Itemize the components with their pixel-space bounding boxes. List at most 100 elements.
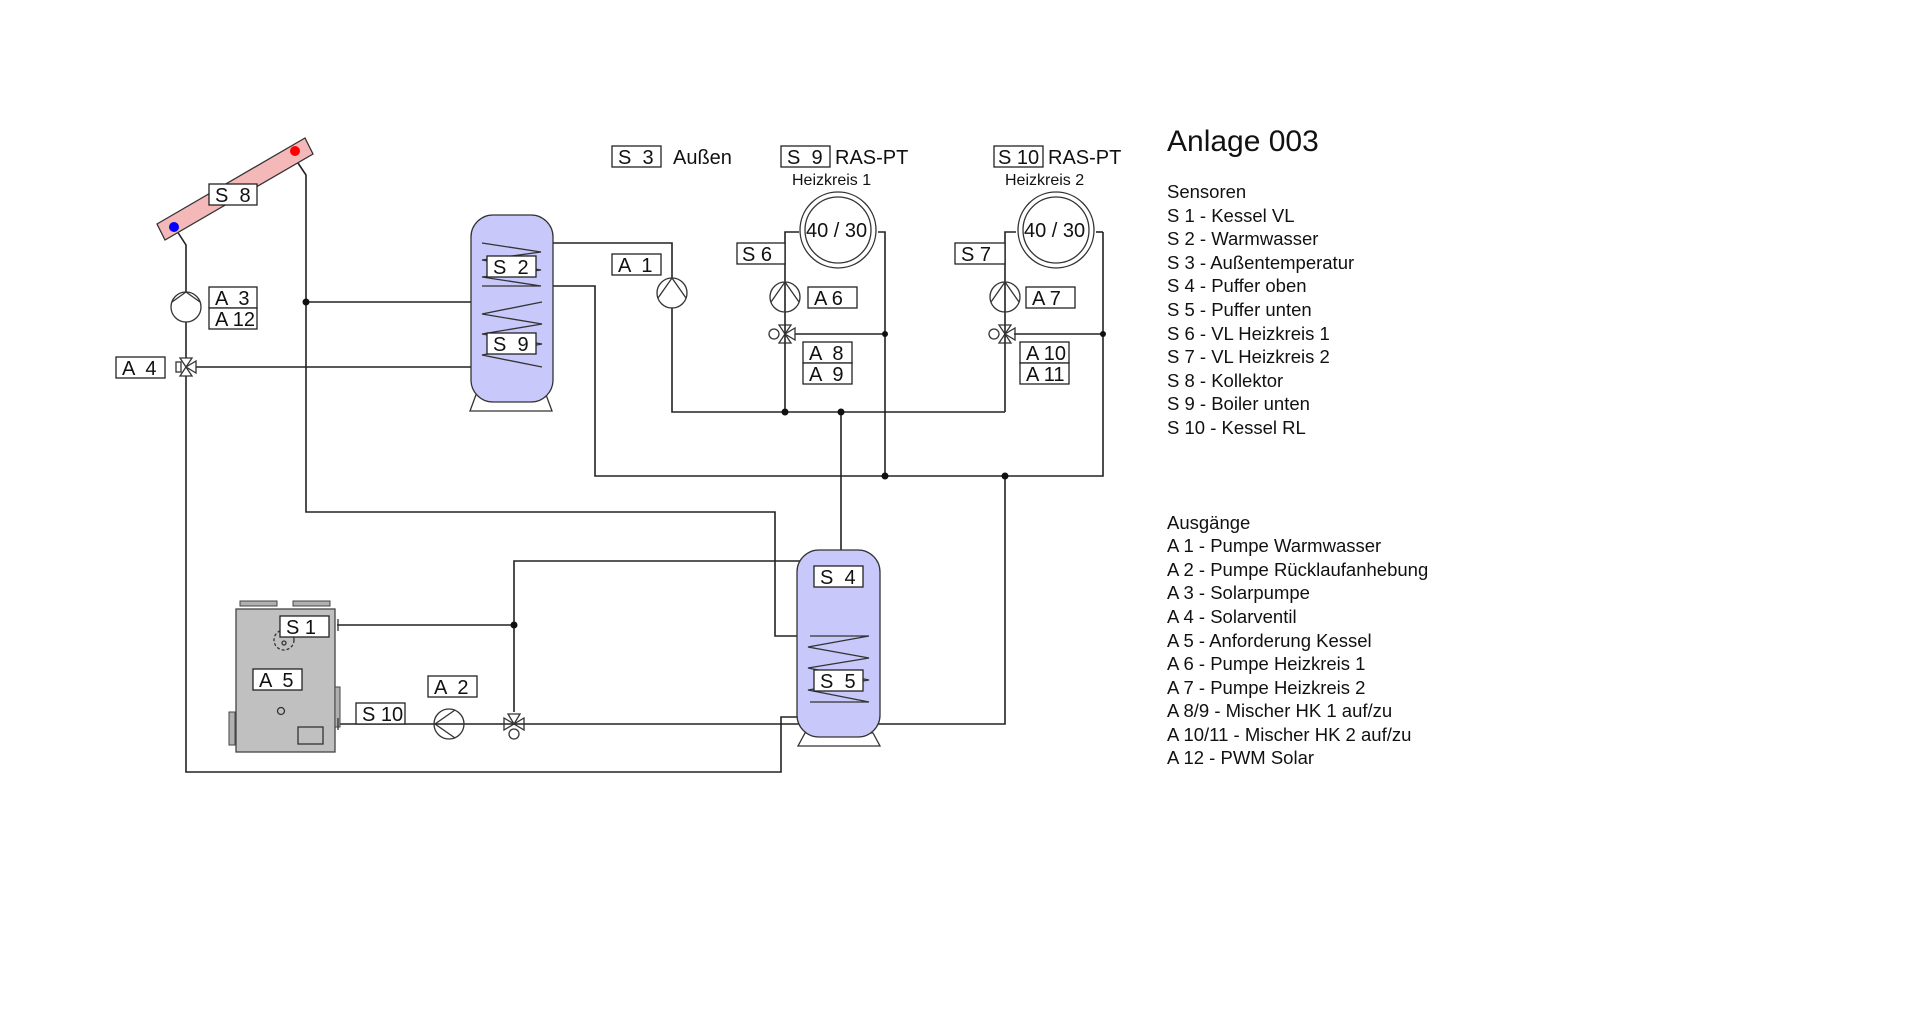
actuator-a4-label: A 4 bbox=[122, 358, 156, 380]
sensor-s10-return-label: S 10 bbox=[362, 704, 403, 726]
solar-return-pipe bbox=[295, 159, 862, 637]
mixer-icon-right bbox=[783, 326, 796, 342]
pump-icon bbox=[170, 291, 202, 323]
boiler-indicator bbox=[276, 706, 286, 716]
sensor-s6-box bbox=[736, 242, 786, 265]
sensor-s10-return-box bbox=[355, 702, 406, 725]
dhw-return-pipe bbox=[486, 232, 1104, 477]
actuator-a7-box bbox=[1025, 286, 1076, 309]
sensor-s10-room-box bbox=[993, 145, 1044, 168]
boiler-burner-center bbox=[281, 640, 287, 646]
sensor-s3-label: S 3 bbox=[618, 147, 654, 169]
valve-icon-right bbox=[184, 359, 197, 375]
output-item: A 3 - Solarpumpe bbox=[1167, 582, 1310, 604]
sensor-s1-label: S 1 bbox=[286, 617, 316, 639]
radiator-inner bbox=[804, 196, 872, 264]
room-sensor-2-type: RAS-PT bbox=[1048, 147, 1121, 169]
sensor-item: S 9 - Boiler unten bbox=[1167, 393, 1310, 415]
junction-dot bbox=[1001, 472, 1009, 480]
mixer-icon-left bbox=[503, 716, 516, 732]
pump-arrow bbox=[657, 276, 687, 299]
sensor-item: S 7 - VL Heizkreis 2 bbox=[1167, 346, 1330, 368]
actuator-a12-box bbox=[208, 307, 258, 330]
sensor-s2-label: S 2 bbox=[493, 257, 529, 279]
sensor-s8-box bbox=[208, 183, 258, 206]
hk2-flow-pipe bbox=[1004, 231, 1016, 412]
heating-circuit-1: S 9 RAS-PT Heizkreis 1 40 / 30 S 6 A 6 A… bbox=[736, 145, 908, 386]
output-item: A 7 - Pumpe Heizkreis 2 bbox=[1167, 676, 1366, 698]
outside-sensor-text: Außen bbox=[673, 147, 732, 169]
actuator-a8-label: A 8 bbox=[809, 343, 843, 365]
pump-arrow bbox=[990, 280, 1020, 303]
sensor-item: S 4 - Puffer oben bbox=[1167, 275, 1307, 297]
junctions bbox=[302, 298, 1106, 629]
radiator-2-temps: 40 / 30 bbox=[1024, 220, 1085, 242]
solar-pump: A 3 A 12 bbox=[170, 286, 258, 331]
solar-flow-pipe bbox=[174, 227, 187, 292]
actuator-a1-box bbox=[611, 253, 662, 276]
sensor-s9-room-box bbox=[780, 145, 831, 168]
sensor-item: S 6 - VL Heizkreis 1 bbox=[1167, 322, 1330, 344]
pump-arrow bbox=[171, 291, 201, 303]
output-item: A 12 - PWM Solar bbox=[1167, 747, 1315, 769]
dhw-pump: A 1 bbox=[611, 253, 688, 309]
actuator-a12-label: A 12 bbox=[215, 309, 255, 331]
actuator-a3-label: A 3 bbox=[215, 288, 249, 310]
collector-cold-dot bbox=[169, 222, 179, 232]
actuator-a5-box bbox=[252, 668, 303, 691]
circuit-2-name: Heizkreis 2 bbox=[1005, 172, 1084, 189]
outputs-heading: Ausgänge bbox=[1167, 511, 1251, 533]
pipes bbox=[174, 159, 1104, 773]
boiler-door bbox=[297, 726, 324, 745]
mixer-motor-icon bbox=[768, 328, 780, 340]
actuator-a6-box bbox=[807, 286, 858, 309]
mixer-icon-bottom bbox=[777, 332, 793, 344]
sensor-s6-label: S 6 bbox=[742, 244, 772, 266]
sensor-s9-tank-label: S 9 bbox=[493, 334, 529, 356]
mixer-icon-right bbox=[1003, 326, 1016, 342]
hk1-return-pipe bbox=[878, 231, 886, 476]
sensor-s7-label: S 7 bbox=[961, 244, 991, 266]
heating-return-pipe bbox=[870, 476, 1006, 725]
actuator-a5-label: A 5 bbox=[259, 670, 293, 692]
actuator-a7-label: A 7 bbox=[1032, 288, 1061, 310]
collector-hot-dot bbox=[290, 146, 300, 156]
hot-water-tank: S 2 S 9 bbox=[469, 214, 554, 412]
mixer-icon-top bbox=[777, 324, 793, 336]
page-title: Anlage 003 bbox=[1167, 125, 1319, 158]
junction-dot bbox=[1100, 331, 1106, 337]
hk1-flow-pipe bbox=[784, 231, 799, 412]
room-sensor-1-type: RAS-PT bbox=[835, 147, 908, 169]
sensor-s7-box bbox=[954, 242, 1006, 265]
outputs-legend: Ausgänge A 1 - Pumpe Warmwasser A 2 - Pu… bbox=[1167, 511, 1428, 771]
sensor-s4-box bbox=[813, 565, 864, 588]
boiler-top-cap bbox=[239, 600, 278, 607]
actuator-a2-label: A 2 bbox=[434, 677, 468, 699]
junction-dot bbox=[781, 408, 789, 416]
actuator-a10-label: A 10 bbox=[1026, 343, 1066, 365]
radiator-inner bbox=[1022, 196, 1090, 264]
valve-icon-bottom bbox=[178, 365, 194, 377]
mixer-icon-top bbox=[997, 324, 1013, 336]
sensor-s1-box bbox=[279, 615, 330, 638]
actuator-a11-label: A 11 bbox=[1026, 364, 1065, 386]
actuator-a2-box bbox=[427, 675, 478, 698]
boiler-side-flange bbox=[228, 711, 236, 746]
boiler-buffer-top-pipe bbox=[513, 560, 810, 712]
sensor-s4-label: S 4 bbox=[820, 567, 856, 589]
pump-arrow bbox=[770, 280, 800, 303]
actuator-a9-box bbox=[802, 362, 853, 385]
output-item: A 8/9 - Mischer HK 1 auf/zu bbox=[1167, 700, 1393, 722]
sensors-legend: Sensoren S 1 - Kessel VL S 2 - Warmwasse… bbox=[1167, 180, 1428, 440]
pump-arrow bbox=[433, 709, 456, 739]
sensor-item: S 2 - Warmwasser bbox=[1167, 228, 1319, 250]
radiator-outer bbox=[799, 191, 877, 269]
junction-dot bbox=[881, 472, 889, 480]
sensor-s9-tank-box bbox=[486, 332, 537, 355]
heating-circuit-2: S 10 RAS-PT Heizkreis 2 40 / 30 S 7 A 7 … bbox=[954, 145, 1121, 386]
junction-dot bbox=[837, 408, 845, 416]
mixer-icon-right bbox=[512, 716, 525, 732]
sensor-s9-room-label: S 9 bbox=[787, 147, 823, 169]
mixer-icon-top bbox=[506, 713, 522, 726]
output-item: A 5 - Anforderung Kessel bbox=[1167, 629, 1372, 651]
